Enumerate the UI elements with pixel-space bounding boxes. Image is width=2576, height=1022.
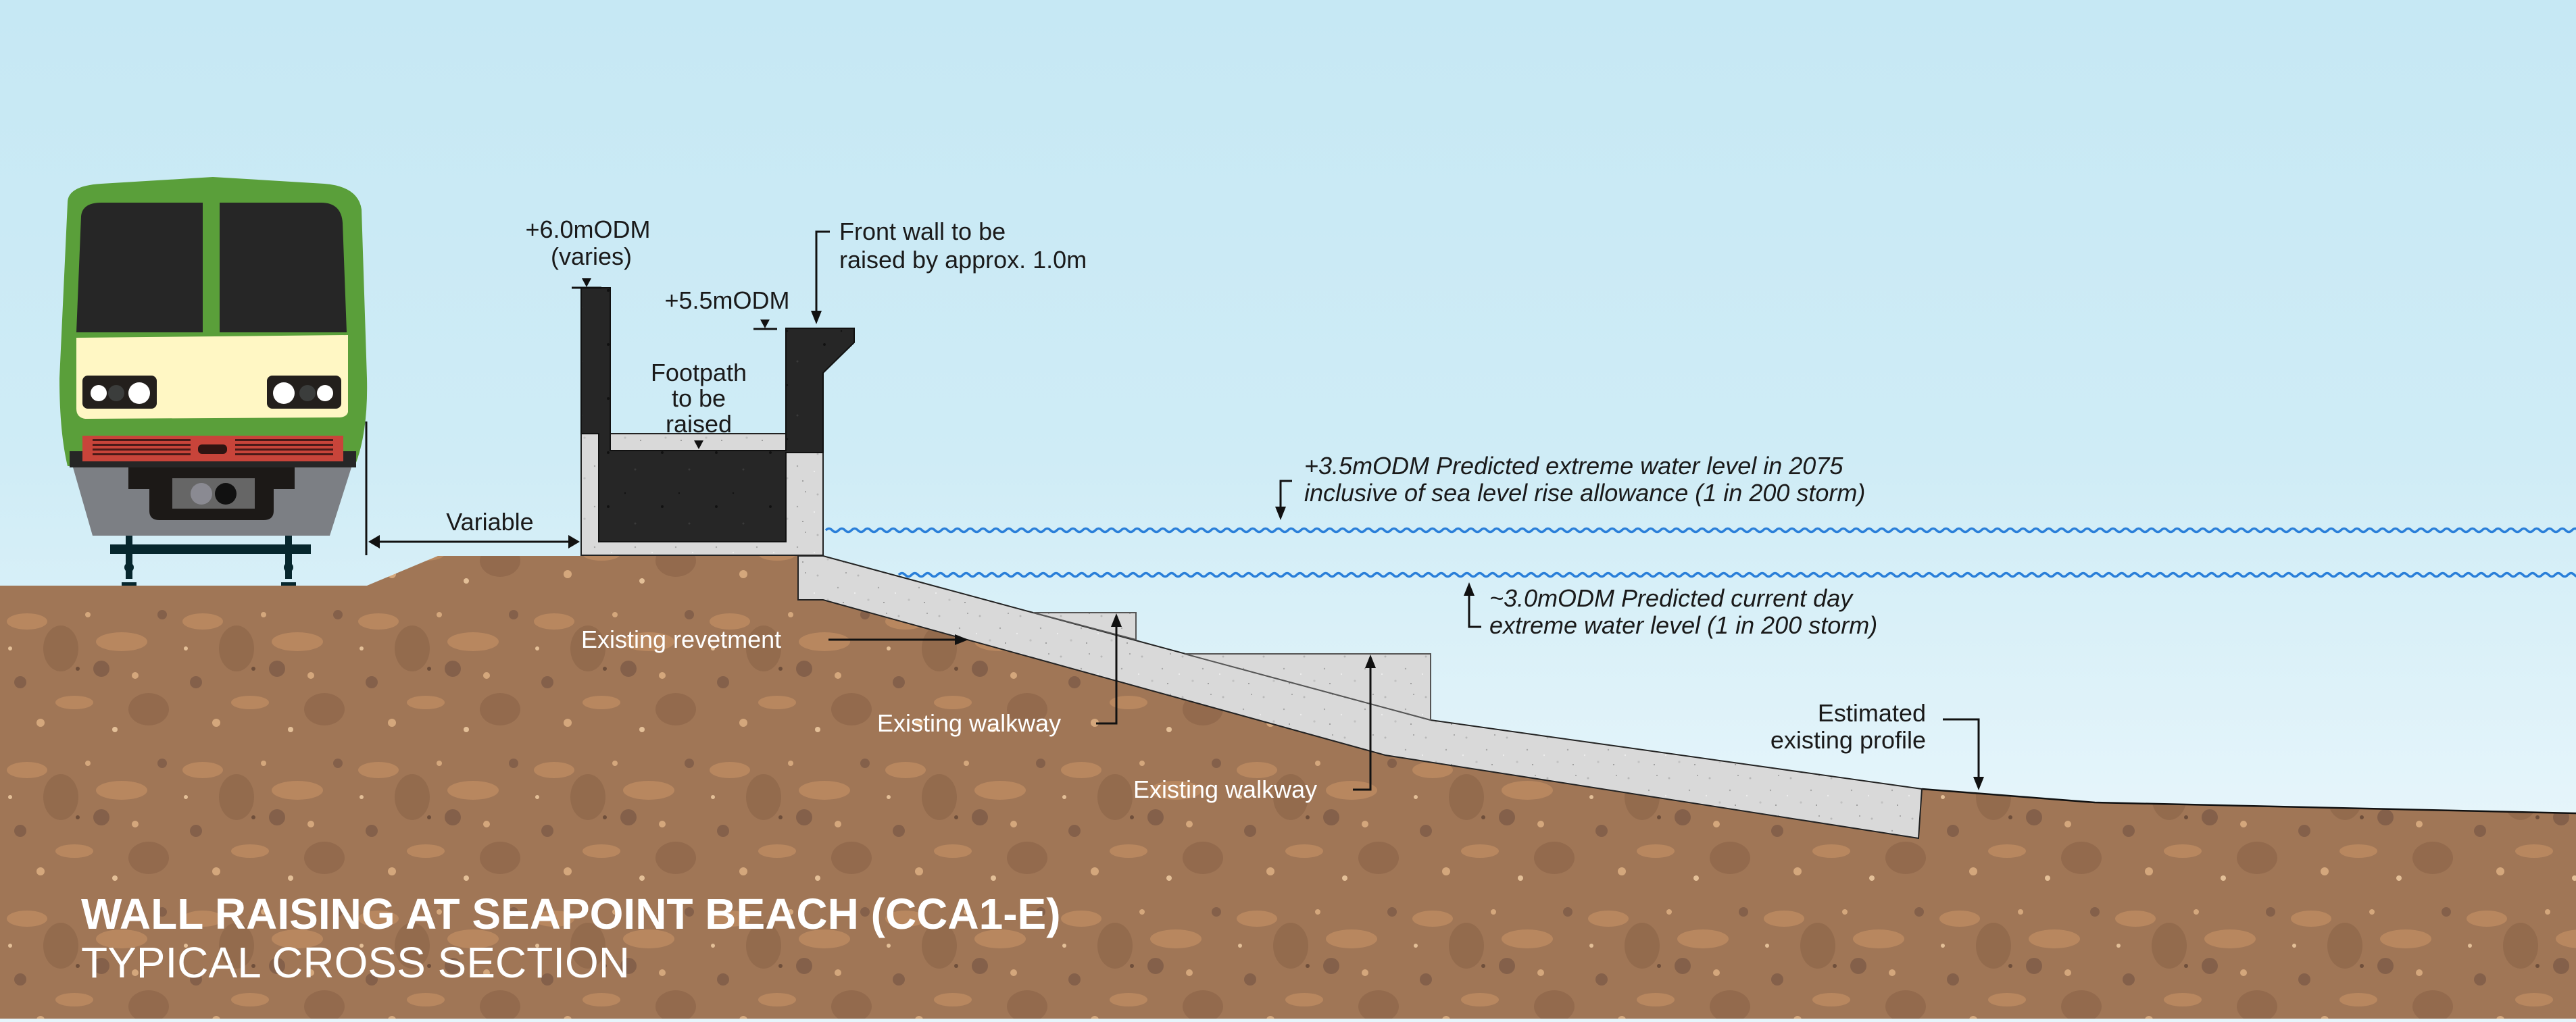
current-water-level-note: ~3.0mODM Predicted current day extreme w… [1464,582,1877,639]
footpath-line1: Footpath [651,359,747,386]
existing-revetment [797,555,1923,840]
future-water-level-note: +3.5mODM Predicted extreme water level i… [1275,452,1865,520]
headlight-lamp [128,382,150,404]
rail-left [122,582,137,586]
footpath-note: Footpath to be raised [651,359,747,449]
arrow-right-icon [955,634,968,645]
leader-line [1353,667,1372,791]
leader-line [815,230,830,312]
arrow-up-icon [1464,582,1475,596]
arrow-left-icon [368,535,380,548]
train-window-right [220,203,347,332]
leader-line [1468,594,1481,628]
variable-dimension: Variable [365,421,580,555]
profile-line2: existing profile [1770,726,1926,754]
arrow-down-icon [694,440,703,449]
arrow-right-icon [568,535,580,548]
headlight-lamp [273,382,295,404]
leader-line [1096,625,1118,725]
front-wall-note-line2: raised by approx. 1.0m [839,246,1087,274]
current-water-line2: extreme water level (1 in 200 storm) [1489,611,1877,639]
coupler-light [215,483,237,505]
front-wall-note-line1: Front wall to be [839,218,1006,245]
leader-line [1279,480,1292,508]
arrow-down-icon [1973,777,1984,790]
existing-walkway-upper [1033,612,1137,641]
train [59,177,368,586]
existing-walkway-lower-label: Existing walkway [1133,775,1317,803]
front-wall-raise-note: Front wall to be raised by approx. 1.0m [811,218,1087,324]
coupler-light [191,483,212,505]
existing-walkway-upper-label: Existing walkway [877,709,1061,737]
future-water-line2: inclusive of sea level rise allowance (1… [1304,479,1865,507]
footpath-line2: to be [672,384,726,412]
rear-wall-level-marker: +6.0mODM (varies) [525,215,651,289]
arrow-up-icon [1111,613,1122,627]
existing-walkway-lower [1184,653,1431,721]
headlight-lamp [317,385,333,401]
footpath-line3: raised [666,410,732,438]
existing-profile-line [1921,788,2576,815]
current-water-level-line [897,571,2576,578]
arrow-up-icon [1365,655,1376,668]
existing-walkway-lower-note: Existing walkway [1133,655,1376,803]
estimated-profile-note: Estimated existing profile [1770,699,1984,790]
diagram-subtitle: TYPICAL CROSS SECTION [81,938,630,987]
train-window-left [76,203,203,332]
arrow-down-icon [811,311,822,324]
leader-line [1943,718,1980,777]
future-water-level-line [824,527,2576,534]
future-water-line1: +3.5mODM Predicted extreme water level i… [1304,452,1843,480]
headlight-lamp [299,385,316,401]
wheel-hub [124,563,134,572]
profile-line1: Estimated [1818,699,1926,727]
train-wheel-leg-left [126,536,132,579]
arrow-down-icon [1275,507,1286,520]
train-axle-bar [110,544,311,554]
wheel-hub [284,563,293,572]
grille-slats [93,439,333,455]
diagram-title: WALL RAISING AT SEAPOINT BEACH (CCA1-E) [81,890,1061,938]
existing-revetment-label: Existing revetment [581,625,781,653]
raised-wall-new-concrete [580,287,855,542]
current-water-line1: ~3.0mODM Predicted current day [1489,584,1854,612]
rail-right [281,582,296,586]
train-wheel-leg-right [285,536,292,579]
rear-wall-level-label: +6.0mODM [525,215,650,243]
rear-wall-level-note: (varies) [551,242,632,270]
variable-label: Variable [446,508,533,536]
headlight-lamp [91,385,107,401]
front-wall-level-label: +5.5mODM [664,286,789,314]
coupler-plate [172,478,255,509]
existing-revetment-note: Existing revetment [581,625,968,653]
ground-soil [0,556,2576,1019]
front-wall-level-marker: +5.5mODM [664,286,790,330]
headlight-lamp [108,385,124,401]
level-triangle-icon [760,320,770,328]
level-triangle-icon [582,278,591,287]
existing-walkway-upper-note: Existing walkway [877,613,1122,737]
